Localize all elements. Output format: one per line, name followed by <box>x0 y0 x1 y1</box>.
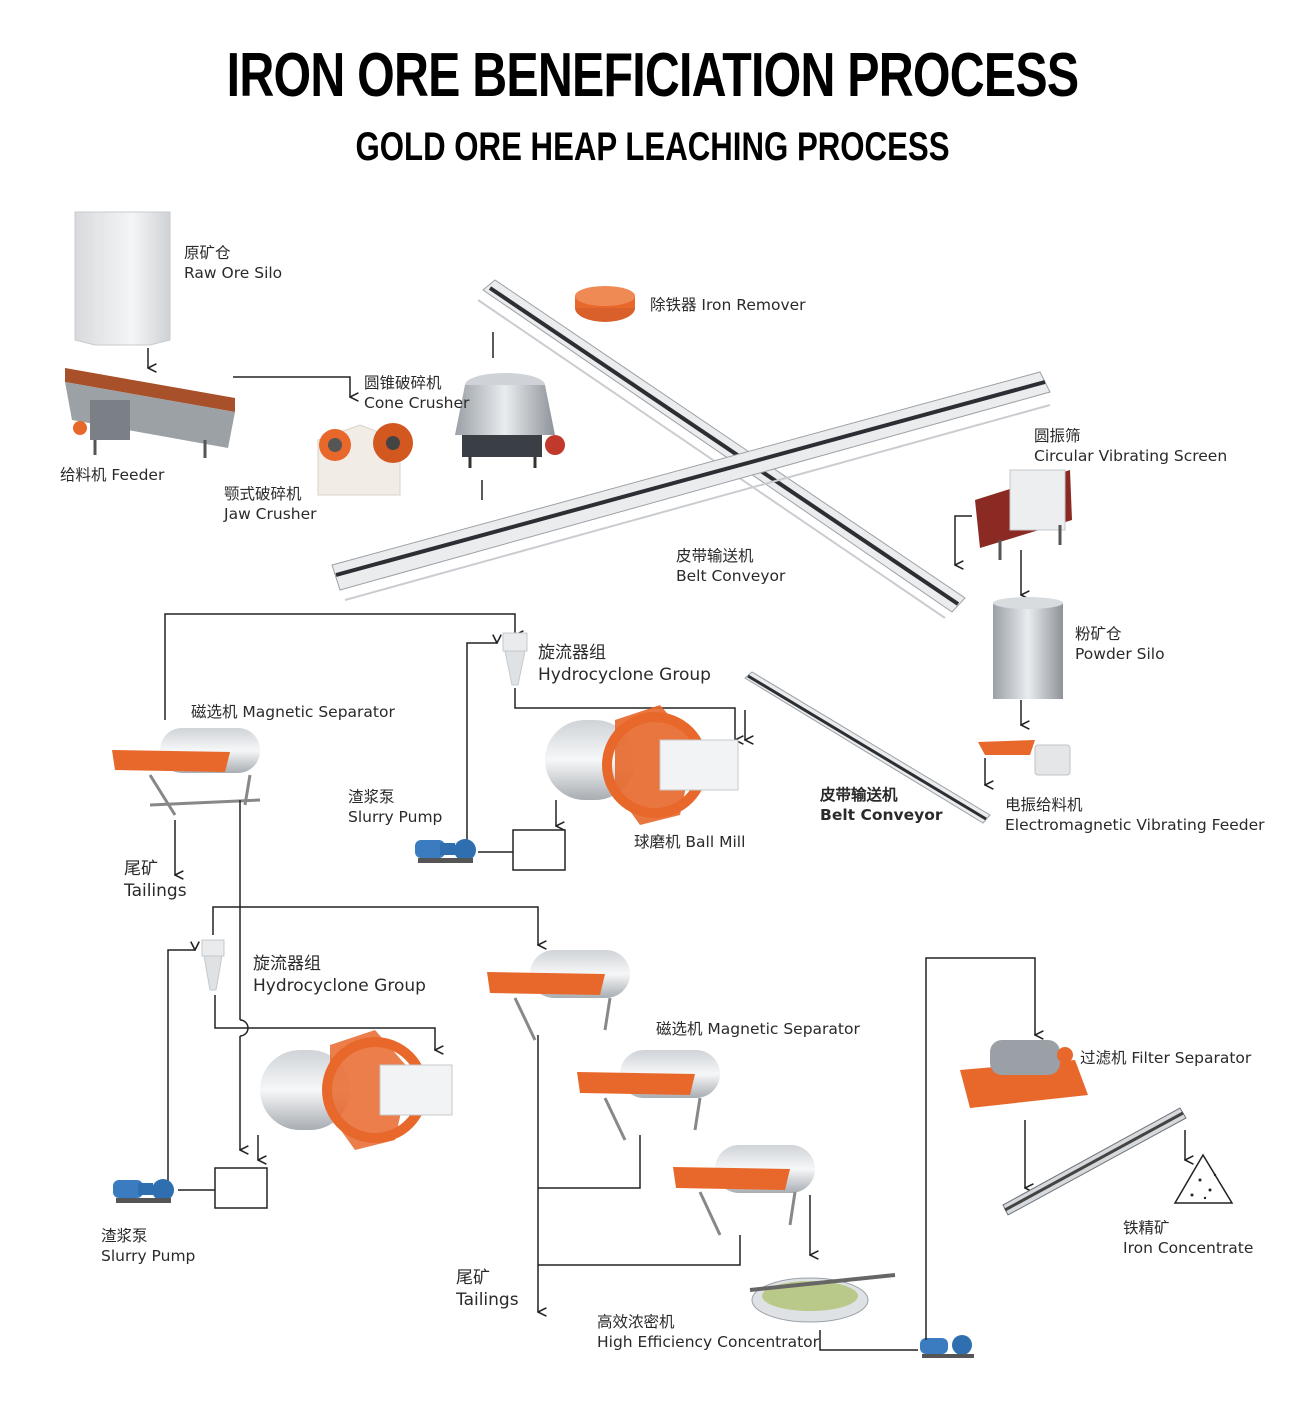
feeder-icon <box>65 368 235 458</box>
label-ball-mill: 球磨机 Ball Mill <box>634 833 746 851</box>
electromagnetic-feeder-icon <box>978 740 1071 776</box>
belt-conveyor-4-icon <box>1002 1107 1187 1216</box>
ball-mill-1-icon <box>545 705 739 825</box>
slurry-pump-2-icon <box>113 1179 174 1203</box>
raw-ore-silo-icon <box>74 211 171 346</box>
label-magnetic-separator-2: 磁选机 Magnetic Separator <box>656 1020 860 1038</box>
sump-box-1 <box>512 829 566 871</box>
iron-remover-icon <box>575 286 635 322</box>
slurry-pump-3-icon <box>920 1335 974 1358</box>
belt-conveyor-2-icon <box>331 371 1051 601</box>
concentrator-icon <box>749 1273 896 1323</box>
iron-concentrate-pile-icon <box>1173 1153 1234 1204</box>
belt-conveyor-1-icon <box>477 279 966 619</box>
label-feeder: 给料机 Feeder <box>60 466 165 484</box>
sump-box-2 <box>214 1167 268 1209</box>
label-magnetic-separator-1: 磁选机 Magnetic Separator <box>191 703 395 721</box>
page-subtitle: GOLD ORE HEAP LEACHING PROCESS <box>355 125 950 169</box>
belt-conveyor-3-icon <box>744 671 991 824</box>
hydrocyclone-1-icon <box>502 632 528 686</box>
magnetic-separator-1-icon <box>112 728 261 816</box>
hydrocyclone-2-icon <box>201 939 225 991</box>
label-filter-separator: 过滤机 Filter Separator <box>1080 1049 1252 1067</box>
magnetic-separator-2c-icon <box>673 1145 815 1236</box>
magnetic-separator-2b-icon <box>577 1050 720 1141</box>
circular-vibrating-screen-icon <box>975 469 1072 560</box>
label-iron-remover: 除铁器 Iron Remover <box>650 296 806 314</box>
filter-separator-icon <box>960 1040 1088 1108</box>
magnetic-separator-2a-icon <box>487 950 630 1041</box>
page-title: IRON ORE BENEFICIATION PROCESS <box>226 41 1079 110</box>
cone-crusher-icon <box>455 373 565 468</box>
slurry-pump-1-icon <box>415 839 476 863</box>
ball-mill-2-icon <box>260 1030 453 1150</box>
jaw-crusher-icon <box>317 423 413 496</box>
powder-silo-icon <box>993 597 1063 699</box>
